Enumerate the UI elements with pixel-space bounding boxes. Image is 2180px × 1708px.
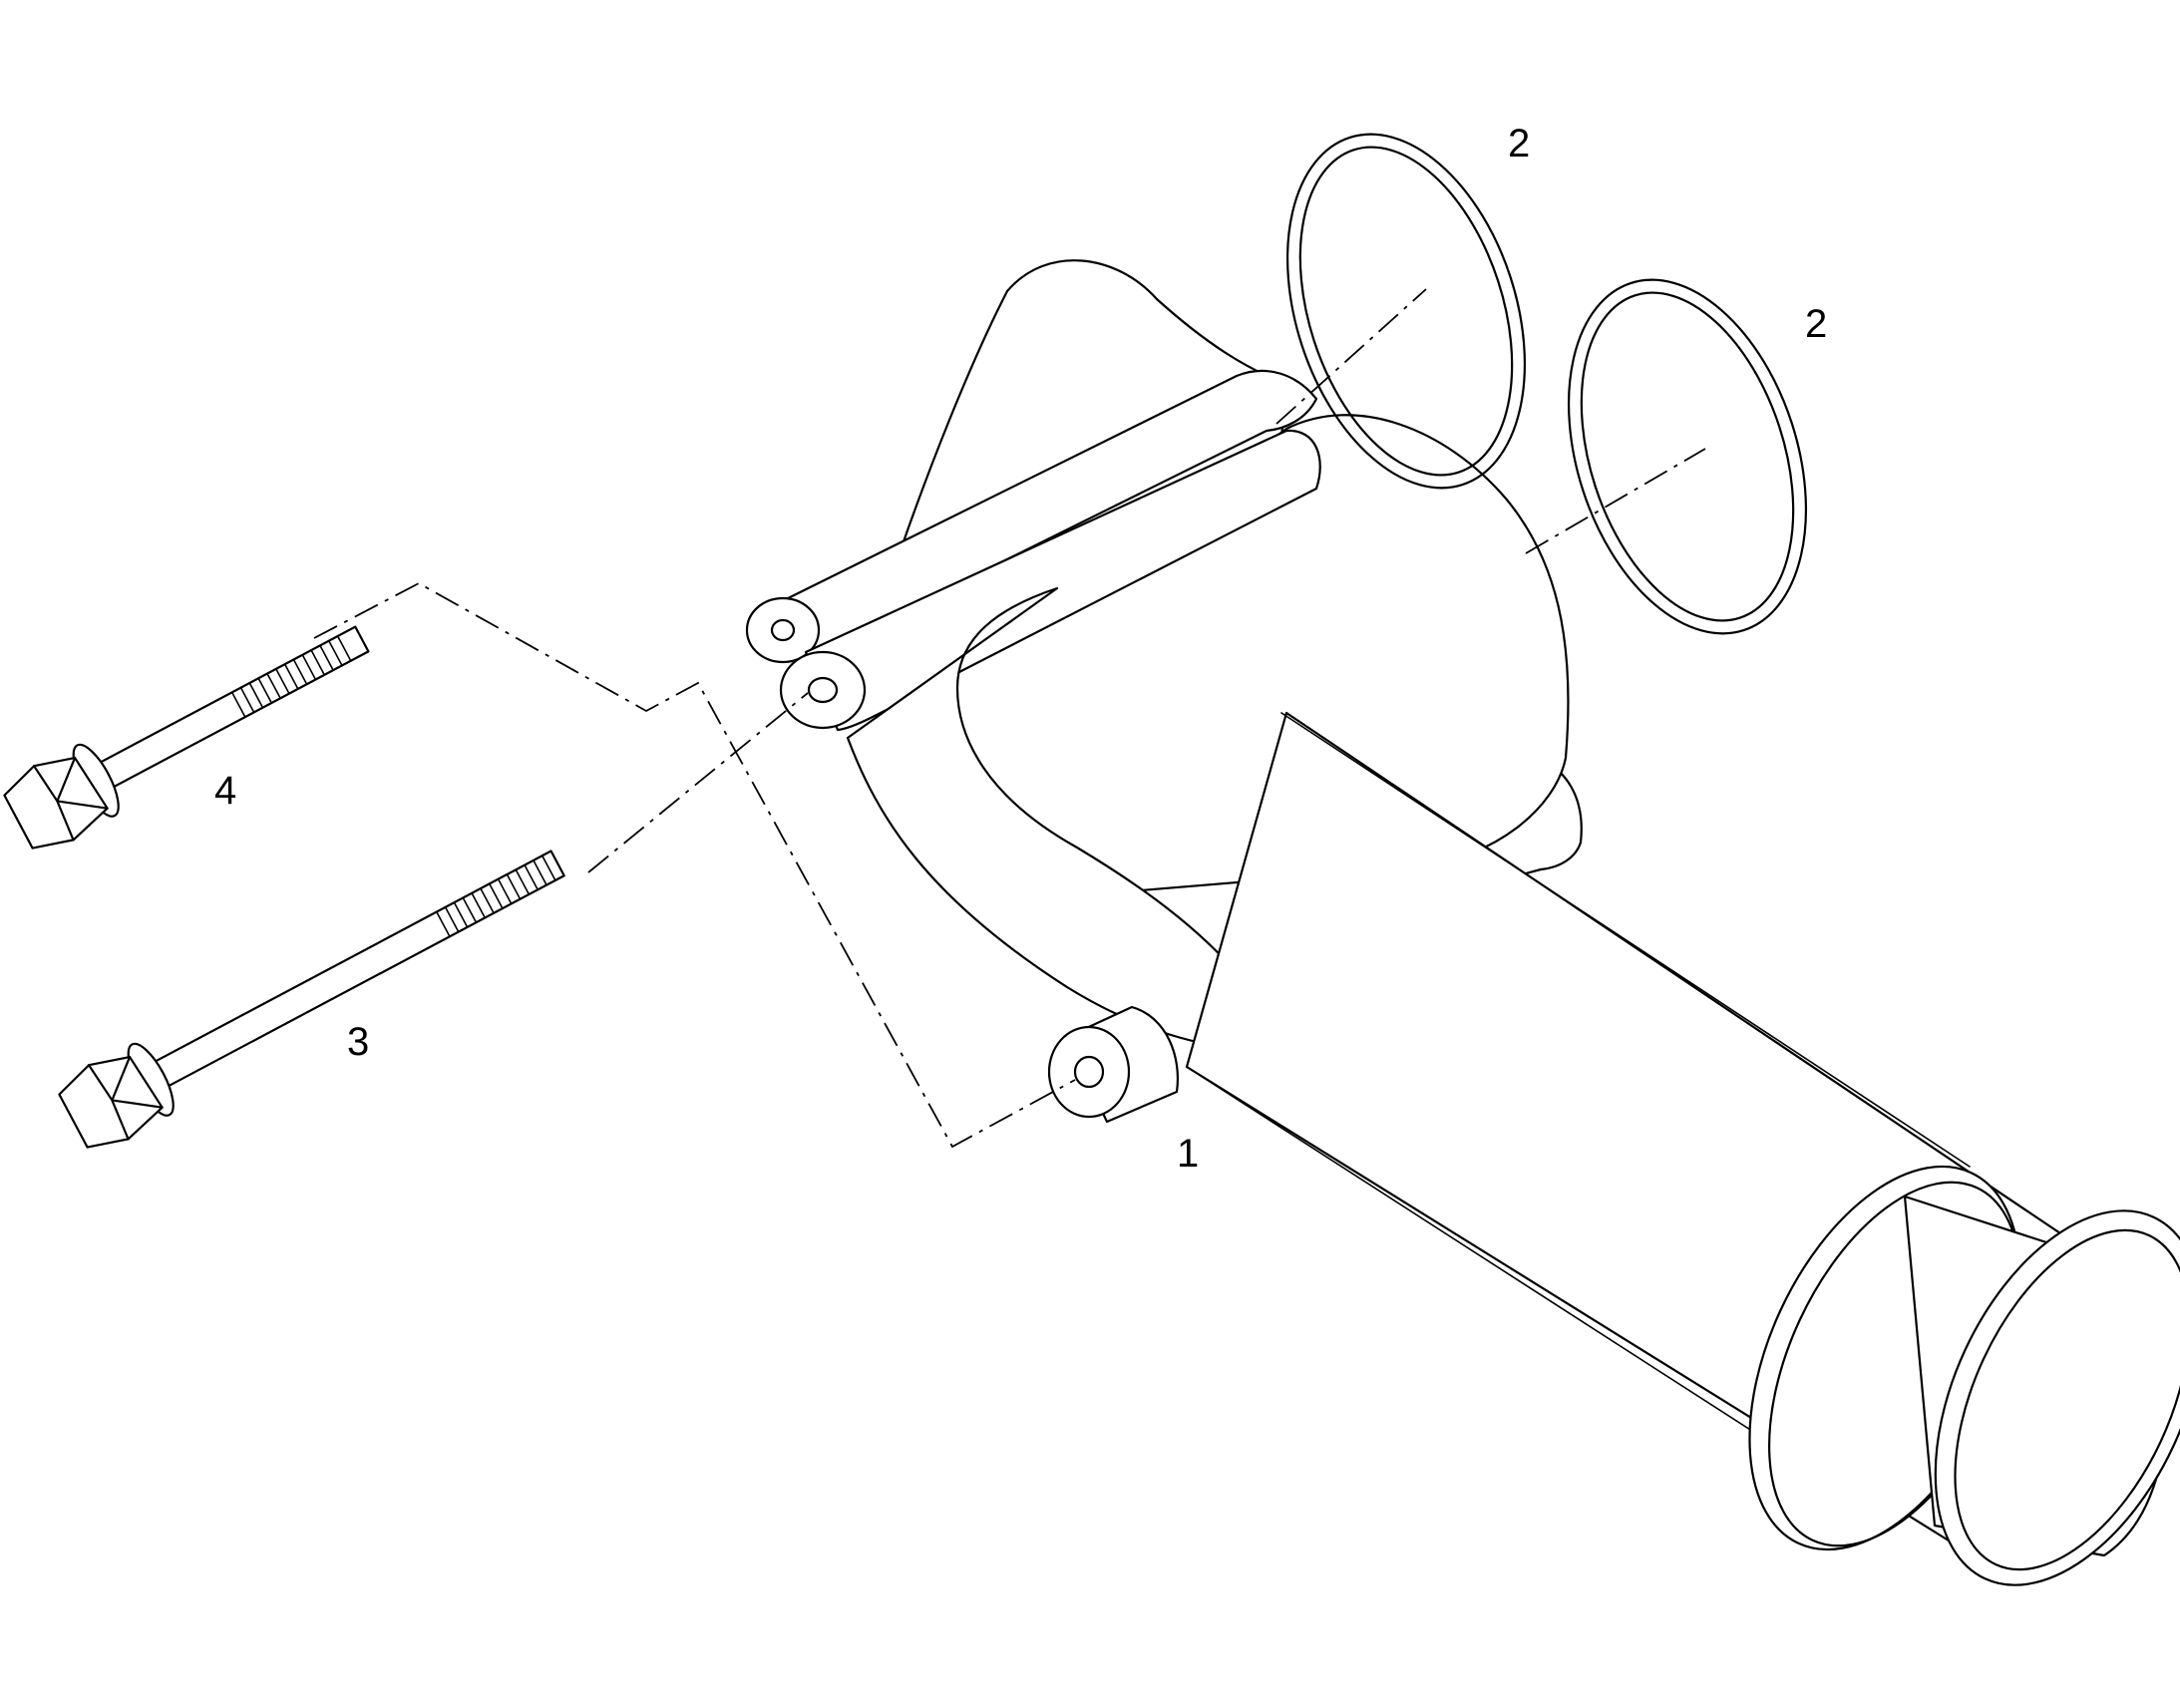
- callout-2-lower: 2: [1805, 302, 1827, 346]
- long-bolt: [58, 850, 565, 1149]
- callout-3: 3: [347, 1020, 369, 1064]
- short-bolt: [3, 625, 370, 850]
- pipe-edge-bottom: [1186, 1066, 1776, 1447]
- upper-boss-hole: [770, 618, 796, 642]
- upper-tube: [766, 369, 1318, 665]
- callout-4: 4: [214, 769, 236, 813]
- o-ring-lower: [1567, 278, 1808, 635]
- lower-boss-hole: [1073, 1055, 1105, 1089]
- pipe-end-bore: [1954, 1228, 2180, 1571]
- short-bolt-thread: [230, 635, 352, 718]
- long-bolt-thread: [435, 854, 556, 938]
- middle-boss-hole: [807, 676, 839, 704]
- coolant-pipe-assembly: [745, 259, 2180, 1586]
- callout-2-upper: 2: [1508, 122, 1530, 166]
- pipe-edge-top: [1280, 712, 1971, 1168]
- o-ring-upper: [1285, 133, 1527, 490]
- callout-1: 1: [1177, 1132, 1199, 1176]
- assembly-centerlines: [313, 288, 1706, 1149]
- pipe-end-face: [1934, 1209, 2180, 1586]
